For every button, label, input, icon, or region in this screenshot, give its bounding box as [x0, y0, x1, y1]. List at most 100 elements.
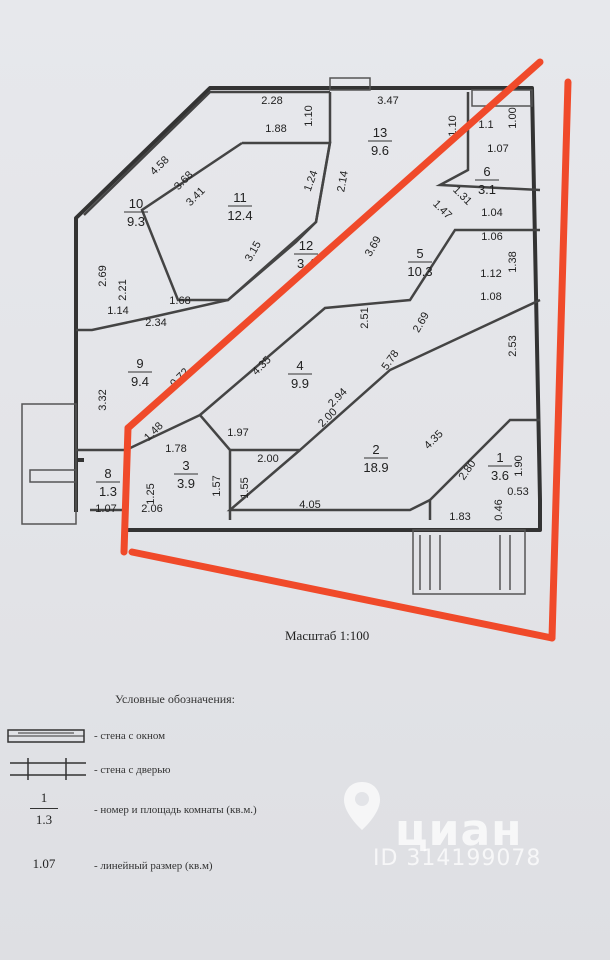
legend-room-number: 1: [40, 790, 48, 805]
room-label-8: 81.3: [96, 466, 120, 499]
dimension-label: 2.80: [456, 458, 478, 482]
dimension-label: 3.32: [97, 389, 109, 410]
legend-door-symbol: [10, 758, 86, 780]
dimension-label: 1.04: [481, 207, 502, 219]
room-label-2: 218.9: [363, 442, 388, 475]
location-pin-icon: [344, 782, 380, 830]
dimension-label: 1.83: [449, 511, 470, 523]
dimension-label: 4.58: [148, 154, 172, 178]
dimension-label: 3.15: [243, 239, 264, 264]
room-area: 12.4: [227, 208, 252, 223]
dimension-label: 5.78: [379, 348, 401, 372]
room-label-4: 49.9: [288, 358, 312, 391]
dimension-label: 3.47: [377, 95, 398, 107]
room-label-11: 11 12.4: [227, 190, 252, 223]
room-label-5: 510.3: [407, 246, 432, 279]
dimension-label: 1.90: [513, 455, 525, 476]
dimension-label: 3.69: [363, 234, 384, 259]
dimension-label: 2.94: [326, 386, 350, 410]
room-label-3: 33.9: [174, 458, 198, 491]
room-area: 9.6: [371, 143, 389, 158]
room-label-1: 13.6: [488, 450, 512, 483]
dimension-label: 1.78: [165, 443, 186, 455]
scale-caption: Масштаб 1:100: [285, 628, 370, 643]
dimension-label: 2.69: [411, 310, 432, 335]
legend-door-desc: - стена с дверью: [94, 764, 171, 776]
dimension-label: 4.35: [250, 354, 274, 378]
dimension-label: 2.21: [117, 279, 129, 300]
dimension-label: 2.53: [507, 335, 519, 356]
dimension-label: 1.38: [507, 251, 519, 272]
dimension-label: 2.34: [145, 317, 166, 329]
dimension-label: 1.57: [211, 475, 223, 496]
legend-room-area: 1.3: [35, 812, 53, 827]
dimension-label: 1.07: [487, 143, 508, 155]
room-area: 3.6: [491, 468, 509, 483]
dimension-label: 2.51: [359, 307, 371, 328]
dimension-label: 1.48: [142, 420, 166, 444]
room-number: 6: [483, 164, 490, 179]
room-label-13: 139.6: [368, 125, 392, 158]
inner-walls: [76, 90, 541, 520]
legend-title: Условные обозначения:: [115, 692, 236, 706]
dimension-label: 4.05: [299, 499, 320, 511]
room-area: 3.9: [177, 476, 195, 491]
legend-linear-desc: - линейный размер (кв.м): [94, 860, 213, 872]
room-label-10: 109.3: [124, 196, 148, 229]
legend-room-desc: - номер и площадь комнаты (кв.м.): [94, 804, 257, 816]
dimension-label: 1.10: [303, 105, 315, 126]
room-area: 9.3: [127, 214, 145, 229]
dimension-label: 1.12: [480, 268, 501, 280]
room-area: 10.3: [407, 264, 432, 279]
legend-room-divider: [30, 808, 58, 809]
dimension-label: 2.06: [141, 503, 162, 515]
red-annotation: [120, 58, 572, 642]
room-number: 12: [299, 238, 313, 253]
room-number: 2: [372, 442, 379, 457]
dimension-label: 0.53: [507, 486, 528, 498]
dimension-label: 1.07: [95, 503, 116, 515]
dimension-label: 1.24: [302, 169, 321, 193]
legend-window-symbol: [7, 729, 85, 743]
room-number: 1: [496, 450, 503, 465]
dimension-label: 1.55: [239, 477, 251, 498]
watermark-id: ID 314199078: [373, 846, 542, 871]
dimension-label: 1.10: [447, 115, 459, 136]
room-area: 3.1: [478, 182, 496, 197]
room-area: 9.9: [291, 376, 309, 391]
dimension-label: 1.97: [227, 427, 248, 439]
room-area: 18.9: [363, 460, 388, 475]
dimension-label: 2.28: [261, 95, 282, 107]
dimension-label: 2.69: [97, 265, 109, 286]
dimension-label: 1.1: [478, 119, 493, 131]
dimension-label: 1.88: [265, 123, 286, 135]
dimension-label: 3.41: [184, 185, 208, 209]
room-number: 13: [373, 125, 387, 140]
room-label-9: 99.4: [128, 356, 152, 389]
room-number: 3: [182, 458, 189, 473]
dimension-label: 1.47: [430, 198, 454, 222]
dimension-label: 1.14: [107, 305, 128, 317]
room-area: 9.4: [131, 374, 149, 389]
dimension-label: 0.46: [493, 499, 505, 520]
room-label-12: 123.4: [294, 238, 318, 271]
legend-linear-sample: 1.07: [32, 856, 56, 871]
dimension-label: 2.00: [316, 406, 340, 430]
balconies: [21, 77, 533, 595]
room-number: 11: [233, 190, 247, 205]
room-number: 9: [136, 356, 143, 371]
room-number: 4: [296, 358, 303, 373]
dimension-label: 2.14: [335, 170, 351, 193]
dimension-label: 4.35: [422, 428, 446, 452]
watermark-brand: циан: [395, 805, 523, 856]
dimension-label: 2.00: [257, 453, 278, 465]
room-number: 10: [129, 196, 143, 211]
room-area: 1.3: [99, 484, 117, 499]
dimension-label: 1.08: [480, 291, 501, 303]
room-label-6: 63.1: [475, 164, 499, 197]
legend-window-desc: - стена с окном: [94, 730, 166, 742]
dimension-label: 3.68: [172, 169, 196, 193]
